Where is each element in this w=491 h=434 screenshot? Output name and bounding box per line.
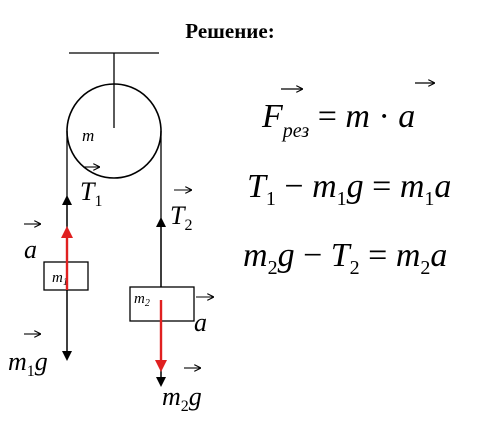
svg-text:m1g: m1g bbox=[8, 347, 48, 380]
svg-text:T1 − m1g = m1a: T1 − m1g = m1a bbox=[247, 168, 451, 210]
label-m1g: m1g bbox=[8, 334, 48, 380]
block-m2-label: m2 bbox=[134, 291, 150, 309]
svg-text:a: a bbox=[24, 235, 37, 264]
label-a-right: a bbox=[194, 297, 213, 337]
svg-text:a: a bbox=[194, 308, 207, 337]
heading: Решение: bbox=[185, 19, 274, 43]
label-m2g: m2g bbox=[162, 368, 202, 415]
pulley-mass-label: m bbox=[82, 126, 94, 145]
equation-newton-second-law: Fрез = m · a bbox=[261, 83, 434, 142]
label-a-left: a bbox=[24, 224, 40, 264]
svg-text:T2: T2 bbox=[170, 201, 192, 234]
svg-text:T1: T1 bbox=[80, 177, 102, 210]
block-m1-label: m1 bbox=[52, 270, 68, 288]
label-t1: T1 bbox=[80, 167, 102, 210]
svg-text:m2g − T2 = m2a: m2g − T2 = m2a bbox=[243, 237, 447, 279]
label-t2: T2 bbox=[170, 190, 192, 234]
equation-block-m2: m2g − T2 = m2a bbox=[243, 237, 447, 279]
svg-text:Fрез = m · a: Fрез = m · a bbox=[261, 98, 415, 142]
equation-block-m1: T1 − m1g = m1a bbox=[247, 168, 451, 210]
svg-text:m2g: m2g bbox=[162, 382, 202, 415]
